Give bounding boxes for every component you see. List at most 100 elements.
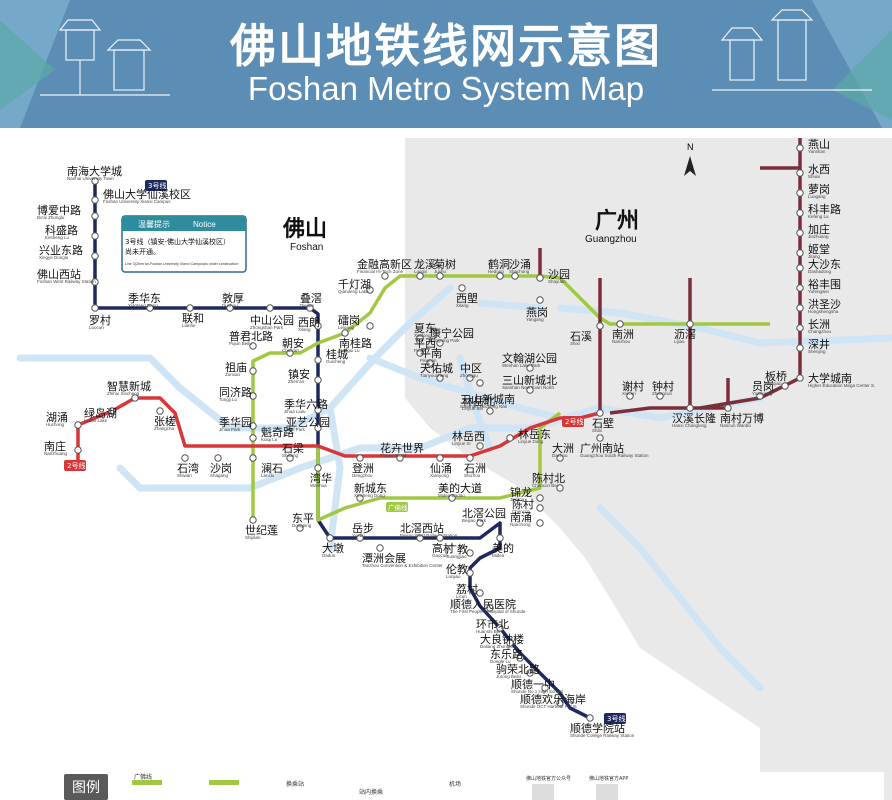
station-zz[interactable]: 中区Zhongqu	[460, 362, 482, 382]
station-nhdxc[interactable]: 南海大学城Nanhai University Town	[67, 164, 122, 185]
station-jc[interactable]: 菊树Jushu	[434, 257, 456, 280]
station-cc2[interactable]: 陈村Chencun	[512, 497, 544, 514]
station-ssxcb[interactable]: 三山新城南Sanshan Xincheng Nan	[460, 379, 515, 409]
station-yb[interactable]: 岳步Yuebu	[352, 522, 374, 542]
station-sdxy[interactable]: 顺德学院站Shunde College Railway Station	[570, 714, 635, 738]
station-kql[interactable]: 魁奇路Kuiqi Lu	[249, 425, 294, 442]
station-hsb[interactable]: 洪圣沙Hongshengsha	[796, 297, 841, 314]
station-kjgy[interactable]: 康宁公园Kangning Park	[430, 326, 474, 347]
station-sygz[interactable]: 沙园Shayuan	[536, 268, 570, 284]
station-tjl[interactable]: 同济路Tongji Lu	[219, 385, 257, 402]
station-jrgx[interactable]: 金融高新区Financial Hi-Tech Zone	[357, 257, 412, 280]
station-gc[interactable]: 桂城Guicheng	[314, 347, 348, 364]
station-klx[interactable]: 科盛路Kesheng Lu	[45, 223, 99, 240]
station-bazz[interactable]: 博爱中路Bo'ai Zhonglu	[37, 204, 99, 220]
station-md[interactable]: 美的Midea	[492, 534, 514, 558]
station-dlb[interactable]: 东乐路Dongle Lu	[490, 648, 524, 664]
station-hxcl[interactable]: 汉溪长隆Hanxi Changlong	[672, 404, 716, 428]
station-sdhh[interactable]: 顺德欢乐海岸Shunde OCT Harbour PLUS	[520, 692, 586, 709]
station-lh[interactable]: 联和Lianhe	[182, 304, 204, 328]
station-nz2[interactable]: 南庄Nanzhuang	[44, 439, 82, 456]
station-sg[interactable]: 沙岗Shagang	[210, 454, 232, 478]
station-lg[interactable]: 龙溪Longxi	[414, 258, 436, 280]
station-sj[interactable]: 深井Shenjing	[796, 337, 830, 354]
station-sz[interactable]: 石洲Shizhou	[464, 454, 486, 478]
station-sdyz[interactable]: 顺德一中Shunde No.1 High School	[511, 677, 563, 694]
station-dsd[interactable]: 大沙东Dashadong	[796, 257, 841, 274]
station-dh[interactable]: 敦厚Dunhou	[222, 291, 244, 312]
station-wh[interactable]: 湾华Wanhua	[310, 464, 332, 488]
station-xc[interactable]: 谢村Xiecun	[622, 379, 644, 400]
station-fsdx[interactable]: 佛山大学仙溪校区Foshan University Xianxi Campus	[91, 187, 191, 204]
station-sx[interactable]: 石溪Shixi	[570, 322, 604, 346]
station-kxl[interactable]: 科丰路Kefeng Lu	[796, 202, 841, 219]
station-sb[interactable]: 石壁Shibi	[592, 409, 614, 433]
station-lj2[interactable]: 伦教Lunjiao	[446, 562, 474, 579]
station-ls[interactable]: 澜石Lanshi	[249, 454, 283, 478]
station-pnbl[interactable]: 普君北路Pujun Beilu	[229, 329, 273, 350]
station-xtd[interactable]: 季华东Xiaotang Dong	[128, 291, 161, 312]
station-xb[interactable]: 西朗Xilang	[298, 316, 322, 332]
station-gznz[interactable]: 广州南站Guangzhou South Railway Station	[580, 434, 649, 458]
station-lgg[interactable]: 萝岗Luogang	[796, 183, 830, 199]
station-jz[interactable]: 加庄Jiazhuang	[796, 222, 830, 239]
station-cz[interactable]: 长洲Changzhou	[796, 318, 832, 334]
station-xh[interactable]: 仙涌Xianyong	[430, 454, 452, 478]
station-fsxz[interactable]: 佛山西站Foshan West Railway Station	[37, 267, 99, 286]
station-dxcn[interactable]: 大学城南Higher Education Mega Center S.	[796, 371, 875, 388]
station-za[interactable]: 朝安Chao'an	[282, 336, 304, 357]
station-lj[interactable]: 沥滘Lijiao	[674, 320, 696, 344]
station-hhsj[interactable]: 花卉世界Flower World	[380, 442, 424, 462]
station-dc[interactable]: 登洲Dengzhou	[352, 454, 374, 478]
station-cc[interactable]: 陈村北Chencun Bei	[532, 471, 565, 492]
station-hb[interactable]: 环市北Huanshi Bei	[476, 617, 509, 634]
station-nl[interactable]: 南涌Nanchong	[510, 511, 544, 527]
station-zhxc[interactable]: 智慧新城Zhihui Xincheng	[107, 379, 151, 402]
station-jybl[interactable]: 驹荣北路Jurong Beilu	[496, 662, 540, 679]
station-hy[interactable]: 湖涌Huchong	[46, 411, 82, 429]
station-yj[interactable]: 员岗Yuangang	[752, 380, 774, 400]
station-lc2[interactable]: 礌岗Leigang	[338, 314, 374, 330]
station-ht[interactable]: 鹤洞Hedong	[488, 257, 510, 280]
station-gc2[interactable]: 高村Gaocun	[432, 534, 454, 558]
station-sshc[interactable]: 三山新城北Sanshan New Town North	[502, 373, 557, 394]
station-zc[interactable]: 张槎Zhangcha	[154, 407, 176, 431]
station-ncwb[interactable]: 南村万博Nancun Wanbo	[720, 404, 764, 428]
station-sjl[interactable]: 世纪莲Shijilian	[245, 516, 278, 540]
station-sdrm[interactable]: 顺德人民医院The First People's Hospital of Shu…	[450, 597, 526, 614]
station-jhy[interactable]: 季华园Jihua Park	[219, 415, 257, 432]
station-dx[interactable]: 夏东Xiadong	[414, 322, 436, 342]
station-ldd[interactable]: 林岳东Linyue Dong	[506, 427, 551, 444]
station-ngl[interactable]: 南桂路Nangui Lu	[339, 329, 372, 353]
station-bjgy[interactable]: 北滘公园Beijiao Park	[462, 507, 506, 527]
station-pz[interactable]: 平西Pingxi	[414, 337, 436, 357]
station-nz[interactable]: 南洲Nanzhou	[612, 320, 634, 344]
station-xs[interactable]: 西塱Xilang	[456, 284, 478, 308]
station-lyb[interactable]: 林岳北Linyue Bei	[462, 394, 495, 415]
station-hh[interactable]: 荔村Licun	[456, 582, 484, 599]
station-tzh[interactable]: 潭洲会展Tanzhou Convention & Exhibition Cent…	[362, 544, 443, 568]
station-zm[interactable]: 祖庙Zumiao	[225, 360, 257, 377]
station-bj[interactable]: 板桥Banqiao	[765, 369, 789, 390]
station-sw[interactable]: 石湾Shiwan	[177, 454, 199, 478]
station-gj[interactable]: 广教Guangjiao	[446, 543, 474, 559]
station-xl[interactable]: 锦龙Jinlong	[510, 485, 544, 502]
station-za2[interactable]: 镇安Zhen'an	[288, 367, 322, 384]
station-yg[interactable]: 燕岗Yangang	[526, 296, 548, 322]
station-dlzl[interactable]: 大良钟楼Daliang Zhonglou	[480, 632, 524, 649]
station-jhl[interactable]: 季华六路Jihua Liulu	[284, 397, 328, 414]
station-dd[interactable]: 叠滘Diejiao	[300, 292, 322, 312]
station-zsgy[interactable]: 中山公园Zhongshan Park	[250, 304, 294, 330]
station-whgy[interactable]: 文翰湖公园Wenhan Lake Park	[502, 351, 557, 372]
station-xydl[interactable]: 兴业东路Xingye Donglu	[39, 244, 99, 260]
station-sl[interactable]: 石梁Shiliang	[282, 441, 304, 462]
station-pn[interactable]: 平南Pingnan	[420, 347, 442, 367]
station-zc2[interactable]: 钟村Zhongcun	[652, 379, 674, 400]
station-ldb[interactable]: 林岳西Linyue Xi	[452, 429, 485, 450]
station-ys[interactable]: 燕山Yanshan	[796, 138, 830, 154]
station-lc[interactable]: 罗村Luocun	[89, 304, 111, 330]
station-bjxz[interactable]: 北滘西站Beijiao West Railway Station	[400, 521, 458, 542]
station-xcx[interactable]: 新城东Xincheng Dong	[354, 481, 387, 502]
station-yygy[interactable]: 亚艺公园Yayi Park	[286, 416, 330, 432]
station-qdh[interactable]: 千灯湖Qiandeng Lake	[338, 278, 374, 294]
